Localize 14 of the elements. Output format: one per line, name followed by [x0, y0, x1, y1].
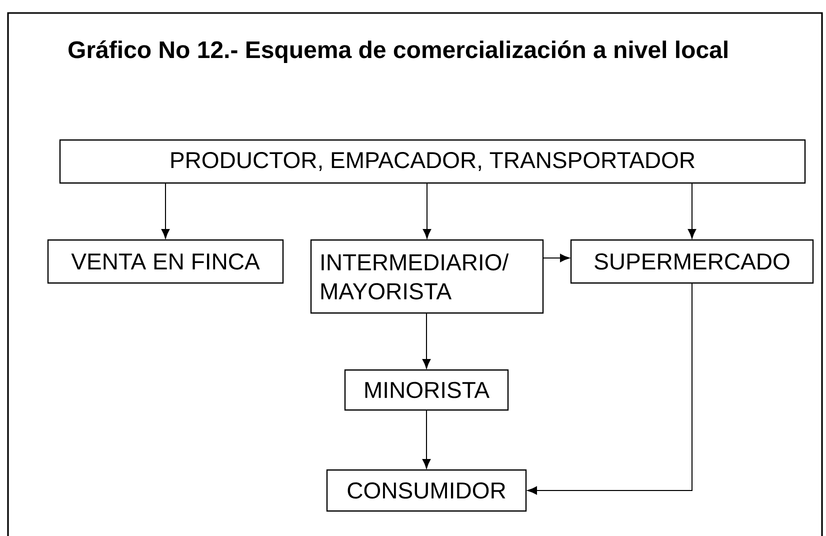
arrow: [161, 182, 170, 239]
title: Gráfico No 12.- Esquema de comercialización a nivel local: [68, 40, 728, 63]
arrow: [688, 182, 696, 239]
arrow: [422, 182, 432, 239]
box: CONSUMIDOR: [326, 469, 527, 512]
box: INTERMEDIARIO/ MAYORISTA: [310, 239, 544, 314]
box: MINORISTA: [344, 369, 509, 411]
box: PRODUCTOR, EMPACADOR, TRANSPORTADOR: [59, 139, 806, 184]
arrow: [527, 282, 692, 495]
arrow: [422, 410, 431, 469]
box: SUPERMERCADO: [570, 239, 814, 284]
arrow: [542, 254, 570, 262]
arrow: [422, 312, 431, 369]
box: VENTA EN FINCA: [47, 239, 284, 284]
